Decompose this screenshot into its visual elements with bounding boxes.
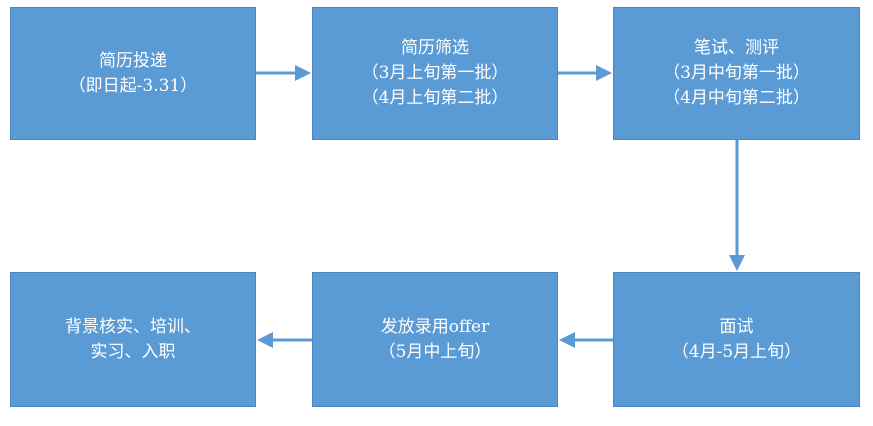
step-period: （即日起-3.31） <box>68 75 198 96</box>
step-resume-submission: 简历投递 （即日起-3.31） <box>10 7 256 140</box>
step-title: 简历筛选 <box>401 38 469 58</box>
step-period-second-batch: （4月中旬第二批） <box>663 88 810 108</box>
step-title: 面试 <box>719 316 754 337</box>
step-period-second-batch: （4月上旬第二批） <box>361 88 509 108</box>
arrow-right-icon <box>256 65 311 81</box>
step-resume-screening: 简历筛选 （3月上旬第一批） （4月上旬第二批） <box>312 7 558 140</box>
step-title-line-1: 背景核实、培训、 <box>65 316 201 337</box>
arrow-down-icon <box>729 140 745 271</box>
step-written-test: 笔试、测评 （3月中旬第一批） （4月中旬第二批） <box>613 7 860 140</box>
step-onboarding: 背景核实、培训、 实习、入职 <box>10 272 256 407</box>
step-offer: 发放录用offer （5月中上旬） <box>312 272 558 407</box>
step-period-first-batch: （3月中旬第一批） <box>663 63 810 83</box>
arrow-left-icon <box>559 332 613 348</box>
step-title-line-2: 实习、入职 <box>90 341 176 362</box>
arrow-left-icon <box>257 332 312 348</box>
step-period: （5月中上旬） <box>378 341 492 362</box>
step-period: （4月-5月上旬） <box>671 341 802 362</box>
step-title: 简历投递 <box>99 50 167 71</box>
arrow-right-icon <box>558 65 612 81</box>
step-title: 笔试、测评 <box>694 38 779 58</box>
step-title: 发放录用offer <box>380 316 490 337</box>
step-period-first-batch: （3月上旬第一批） <box>361 63 509 83</box>
step-interview: 面试 （4月-5月上旬） <box>613 272 860 407</box>
